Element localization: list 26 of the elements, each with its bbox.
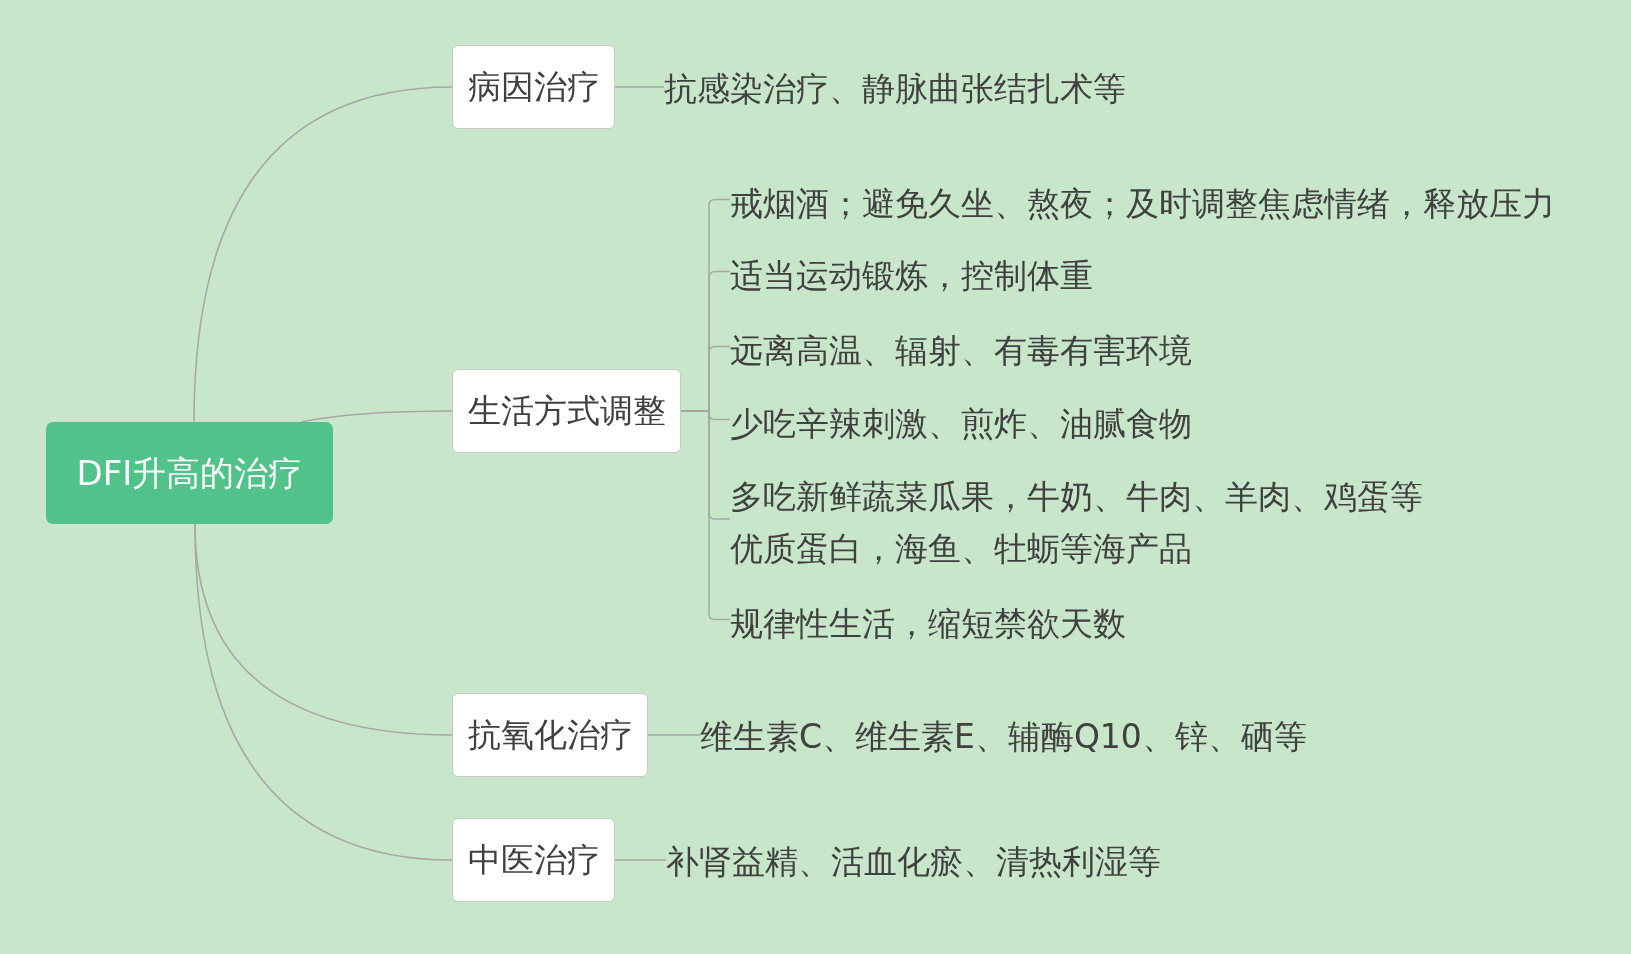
subtopic-text: 多吃新鲜蔬菜瓜果，牛奶、牛肉、羊肉、鸡蛋等优质蛋白，海鱼、牡蛎等海产品 xyxy=(730,471,1433,575)
connector-line xyxy=(614,859,667,861)
subtopic-text: 戒烟酒；避免久坐、熬夜；及时调整焦虑情绪，释放压力 xyxy=(730,182,1555,225)
subtopic-text: 抗感染治疗、静脉曲张结扎术等 xyxy=(664,67,1126,110)
topic-box xyxy=(452,693,648,777)
topic-label: 中医治疗 xyxy=(467,840,600,880)
central-topic-label: DFI升高的治疗 xyxy=(76,452,303,494)
subtopic-text: 适当运动锻炼，控制体重 xyxy=(730,254,1093,297)
topic-label: 抗氧化治疗 xyxy=(467,715,633,755)
subtopic-text: 维生素C、维生素E、辅酶Q10、锌、硒等 xyxy=(700,715,1307,758)
topic-box xyxy=(452,369,681,453)
subtopic-text: 补肾益精、活血化瘀、清热利湿等 xyxy=(666,840,1161,883)
connector-line xyxy=(194,523,453,861)
topic-box xyxy=(452,818,615,902)
subtopic-text: 少吃辛辣刺激、煎炸、油腻食物 xyxy=(730,402,1192,445)
connector-line xyxy=(300,410,453,423)
connector-line xyxy=(647,734,701,736)
connector-line xyxy=(614,86,665,88)
topic-box xyxy=(452,45,615,129)
central-topic-box xyxy=(46,422,333,524)
connector-line xyxy=(680,410,731,621)
connector-line xyxy=(193,86,453,423)
topic-label: 病因治疗 xyxy=(467,67,600,107)
subtopic-text: 规律性生活，缩短禁欲天数 xyxy=(730,602,1126,645)
topic-label: 生活方式调整 xyxy=(467,391,666,431)
subtopic-text: 远离高温、辐射、有毒有害环境 xyxy=(730,329,1192,372)
